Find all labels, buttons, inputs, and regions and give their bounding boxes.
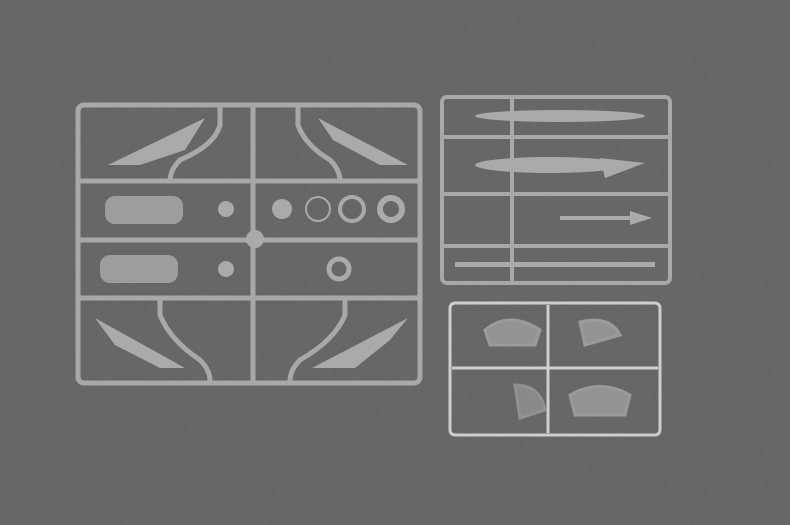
gray-sprue-frame bbox=[75, 102, 423, 386]
gray-parts bbox=[95, 118, 408, 368]
clear-canopy-sprue bbox=[448, 301, 662, 437]
missile-sprue-frame bbox=[440, 95, 672, 285]
missile-parts bbox=[455, 110, 655, 267]
